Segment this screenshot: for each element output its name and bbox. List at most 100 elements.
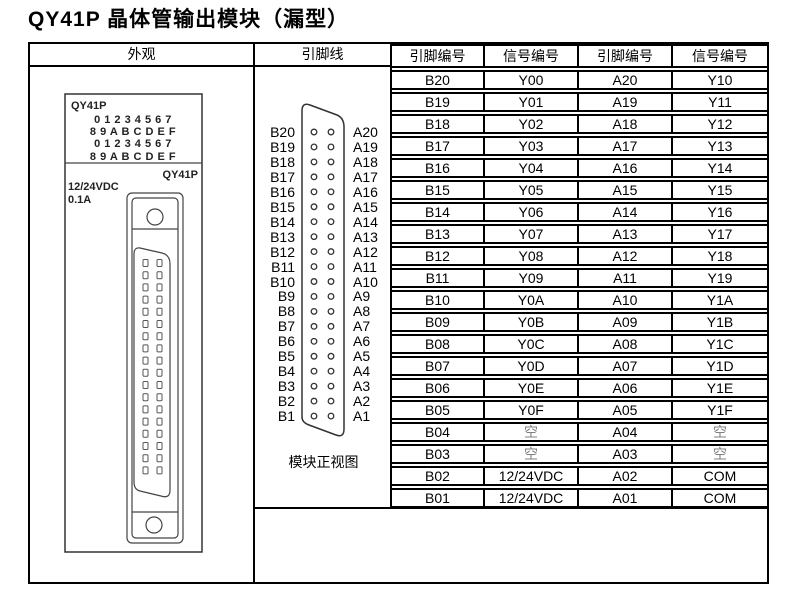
table-cell: B13 xyxy=(392,224,485,244)
pin-label-a: A17 xyxy=(353,168,378,185)
figure-frame: 外观 QY41P 0 1 2 3 4 5 6 7 8 9 A B C D E F… xyxy=(28,42,769,584)
table-cell: B06 xyxy=(392,378,485,398)
table-cell: A12 xyxy=(579,246,673,266)
pin-label-a: A10 xyxy=(353,273,378,290)
table-cell: Y06 xyxy=(485,202,579,222)
table-header-cell: 信号编号 xyxy=(485,44,579,68)
pin-label-b: B14 xyxy=(270,213,295,230)
pin-diagram-header: 引脚线 xyxy=(255,44,390,67)
pin-contact-icon xyxy=(156,417,163,426)
table-cell: A06 xyxy=(579,378,673,398)
table-cell: Y03 xyxy=(485,136,579,156)
table-cell: Y1D xyxy=(673,356,767,376)
table-cell: 12/24VDC xyxy=(485,466,579,486)
table-header-cell: 引脚编号 xyxy=(579,44,673,68)
pin-hole-icon xyxy=(327,188,335,196)
pin-contact-icon xyxy=(156,295,163,304)
pin-contact-icon xyxy=(156,466,163,475)
pin-label-a: A4 xyxy=(353,363,371,380)
table-cell: Y0A xyxy=(485,290,579,310)
pin-hole-icon xyxy=(327,263,335,270)
table-cell: B18 xyxy=(392,114,485,134)
pin-label-b: B7 xyxy=(277,318,295,335)
table-cell: A18 xyxy=(579,114,673,134)
pin-contact-icon xyxy=(142,417,149,426)
pin-hole-icon xyxy=(327,218,335,226)
table-cell: Y0F xyxy=(485,400,579,420)
pin-hole-icon xyxy=(327,278,335,285)
pin-contact-icon xyxy=(142,393,149,402)
pin-label-b: B11 xyxy=(271,258,295,275)
connector-inner-frame xyxy=(131,197,179,539)
pin-hole-icon xyxy=(327,158,335,166)
table-cell: Y0D xyxy=(485,356,579,376)
table-cell: Y1E xyxy=(673,378,767,398)
table-cell: A13 xyxy=(579,224,673,244)
pin-contact-icon xyxy=(142,320,149,328)
pin-hole-icon xyxy=(310,218,318,226)
table-cell: Y04 xyxy=(485,158,579,178)
pin-label-a: A20 xyxy=(353,124,378,140)
module-model-label: QY41P xyxy=(71,100,106,112)
pin-hole-icon xyxy=(310,233,318,241)
led-grid-row: 0 1 2 3 4 5 6 7 xyxy=(94,138,172,150)
pin-contact-icon xyxy=(142,368,149,377)
pin-contact-icon xyxy=(142,332,149,341)
pin-label-b: B13 xyxy=(270,228,295,245)
table-cell: Y1A xyxy=(673,290,767,310)
led-grid-row: 0 1 2 3 4 5 6 7 xyxy=(94,114,172,126)
pin-row: B13 A13 xyxy=(255,229,392,245)
pin-hole-icon xyxy=(327,248,335,256)
pin-contact-icon xyxy=(142,259,149,267)
dsub-shell-shape xyxy=(301,103,345,437)
pin-contact-icon xyxy=(156,332,163,341)
pin-label-b: B20 xyxy=(270,124,295,140)
page-title: QY41P 晶体管输出模块（漏型） xyxy=(28,8,350,31)
table-cell: Y1C xyxy=(673,334,767,354)
pin-contact-icon xyxy=(156,356,163,365)
pin-contact-icon xyxy=(156,271,163,280)
table-cell: COM xyxy=(673,466,767,486)
table-cell: A03 xyxy=(579,444,673,464)
table-cell: A16 xyxy=(579,158,673,178)
pin-label-a: A14 xyxy=(353,213,378,230)
led-grid-row: 8 9 A B C D E F xyxy=(90,151,176,163)
table-cell: Y14 xyxy=(673,158,767,178)
table-cell: Y11 xyxy=(673,92,767,112)
pin-hole-icon xyxy=(310,173,318,181)
table-cell: A05 xyxy=(579,400,673,420)
pin-hole-icon xyxy=(310,278,318,285)
module-front-drawing: QY41P 0 1 2 3 4 5 6 7 8 9 A B C D E F 0 … xyxy=(64,93,203,553)
pin-hole-icon xyxy=(327,367,335,375)
pin-label-a: A5 xyxy=(353,348,371,365)
table-cell: Y1B xyxy=(673,312,767,332)
appearance-panel: 外观 QY41P 0 1 2 3 4 5 6 7 8 9 A B C D E F… xyxy=(30,44,255,582)
table-cell: Y15 xyxy=(673,180,767,200)
pin-contact-icon xyxy=(156,259,163,267)
pin-label-a: A1 xyxy=(353,408,371,425)
table-cell: Y01 xyxy=(485,92,579,112)
pin-label-a: A13 xyxy=(353,228,378,245)
table-cell: B15 xyxy=(392,180,485,200)
table-cell: Y0E xyxy=(485,378,579,398)
pin-hole-icon xyxy=(310,322,318,330)
table-cell: B20 xyxy=(392,70,485,90)
table-cell: B19 xyxy=(392,92,485,112)
table-cell: B03 xyxy=(392,444,485,464)
connector-outer-frame xyxy=(126,192,184,544)
